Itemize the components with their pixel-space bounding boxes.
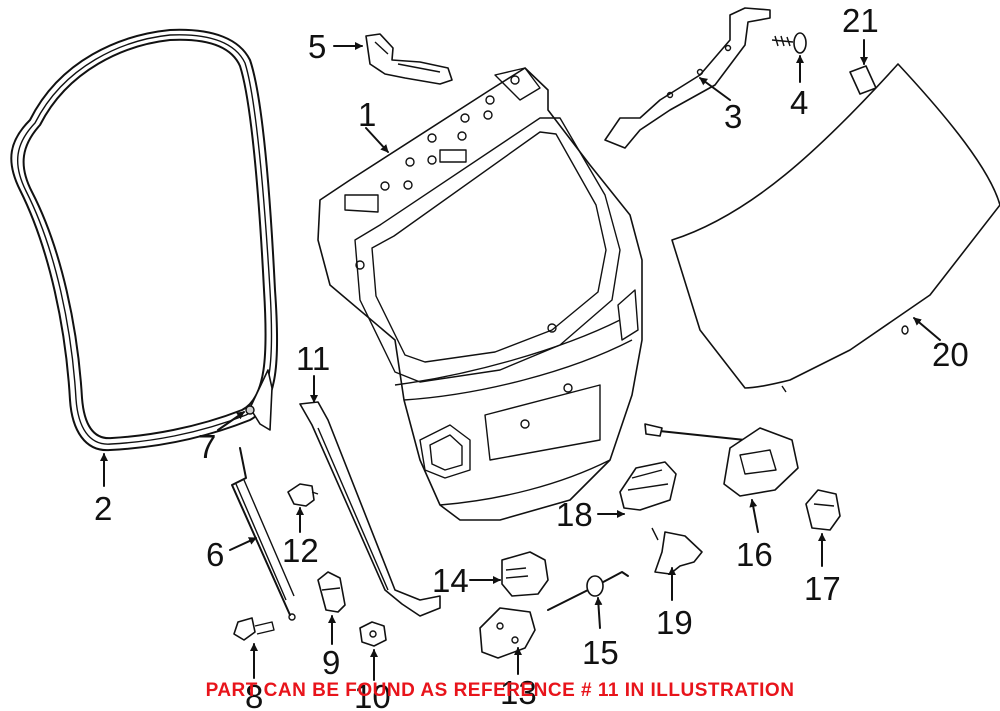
part-19-bracket: [651, 527, 703, 575]
part-8-stud: [233, 617, 275, 641]
part-18-connector: [619, 461, 677, 511]
part-2-weatherstrip: [10, 28, 279, 452]
part-5-hinge: [365, 33, 453, 85]
part-12-pin: [287, 483, 319, 507]
callout-9: 9: [322, 644, 340, 681]
part-10-nut: [359, 621, 387, 647]
callout-21: 21: [842, 2, 879, 39]
part-14-switch: [501, 551, 549, 597]
callout-18: 18: [556, 496, 593, 533]
callout-3: 3: [724, 98, 742, 135]
callout-12: 12: [282, 532, 319, 569]
callout-7: 7: [198, 428, 216, 465]
part-11-support-arm: [299, 401, 441, 617]
callout-2: 2: [94, 490, 112, 527]
reference-note: PART CAN BE FOUND AS REFERENCE # 11 IN I…: [205, 680, 795, 701]
part-13-actuator: [479, 607, 536, 659]
callout-16: 16: [736, 536, 773, 573]
callout-labels: 1 2 3 4 5 6 7 8 9 10 11 12 13 14 15 16 1…: [94, 2, 969, 711]
part-20-glass: [671, 63, 1000, 393]
callout-6: 6: [206, 536, 224, 573]
part-9-bumper: [317, 571, 346, 613]
callout-4: 4: [790, 84, 808, 121]
callout-11: 11: [296, 340, 330, 377]
callout-19: 19: [656, 604, 693, 641]
part-4-screw: [771, 32, 807, 54]
callout-14: 14: [432, 562, 469, 599]
part-7-bracket: [245, 369, 273, 431]
part-17-switch: [805, 489, 841, 531]
part-1-liftgate: [317, 67, 643, 521]
part-6-strut: [231, 447, 296, 621]
part-16-latch: [644, 423, 799, 497]
callout-5: 5: [308, 28, 326, 65]
callout-20: 20: [932, 336, 969, 373]
part-3-bracket: [604, 7, 771, 149]
callout-10: 10: [354, 678, 391, 711]
callout-8: 8: [245, 678, 263, 711]
callout-17: 17: [804, 570, 841, 607]
callout-15: 15: [582, 634, 619, 671]
callout-13: 13: [500, 674, 537, 711]
leader-lines: [100, 39, 941, 681]
part-21-clip: [849, 65, 877, 95]
part-15-cable: [547, 571, 629, 611]
callout-1: 1: [358, 96, 376, 133]
